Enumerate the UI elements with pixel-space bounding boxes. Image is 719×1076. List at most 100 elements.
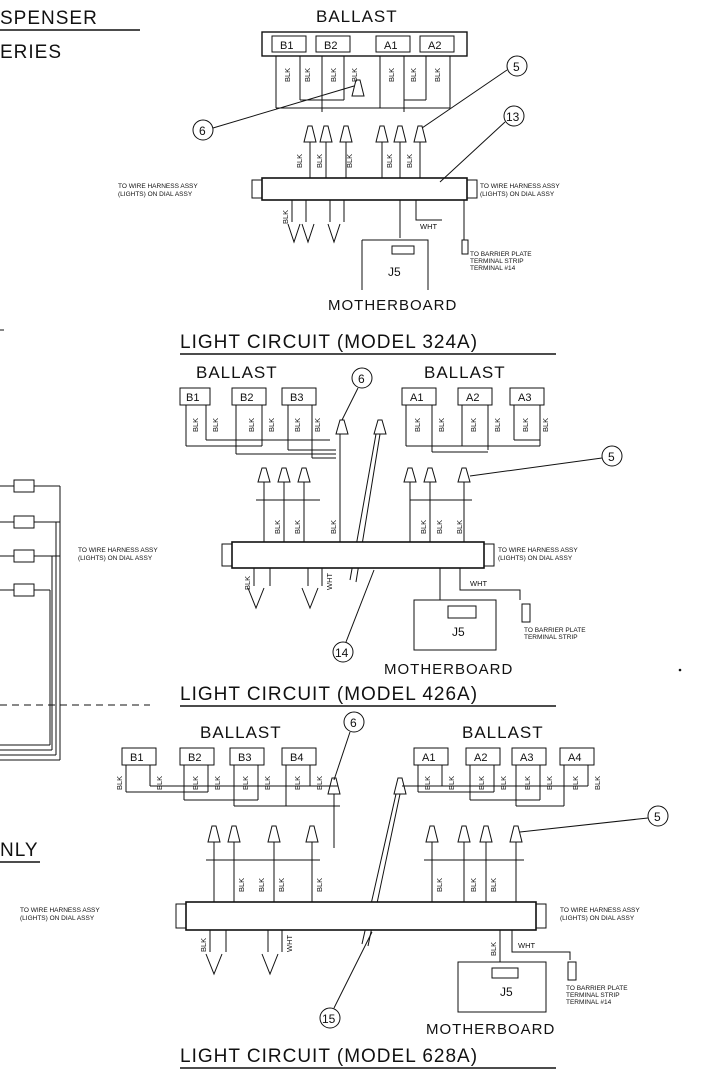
svg-text:BLK: BLK (293, 520, 302, 534)
svg-text:BLK: BLK (155, 776, 164, 790)
svg-text:BLK: BLK (405, 154, 414, 168)
header-subtitle: ERIES (0, 42, 62, 63)
c3-callout-6: 6 (350, 716, 357, 730)
c3-box-a4: A4 (568, 752, 581, 764)
left-fragment-label: NLY (0, 840, 39, 861)
c3-box-b4: B4 (290, 752, 303, 764)
c2-box-a1: A1 (410, 392, 423, 404)
svg-text:BLK: BLK (199, 938, 208, 952)
circuit-324a: BALLAST B1 B2 A1 A2 BLK BLK BLK BLK BLK … (118, 7, 560, 355)
c3-box-a1: A1 (422, 752, 435, 764)
c1-ballast-label: BALLAST (316, 7, 398, 26)
c2-callout-6: 6 (358, 372, 365, 386)
c1-box-b1-label: B1 (280, 40, 293, 52)
svg-text:(LIGHTS) ON DIAL ASSY: (LIGHTS) ON DIAL ASSY (498, 555, 573, 562)
svg-text:BLK: BLK (263, 776, 272, 790)
svg-text:BLK: BLK (315, 878, 324, 892)
header-title: SPENSER (0, 8, 98, 29)
svg-text:BLK: BLK (293, 418, 302, 432)
c3-box-a2: A2 (474, 752, 487, 764)
c3-title: LIGHT CIRCUIT (MODEL 628A) (180, 1046, 478, 1067)
svg-text:(LIGHTS) ON DIAL ASSY: (LIGHTS) ON DIAL ASSY (560, 915, 635, 922)
svg-text:BLK: BLK (211, 418, 220, 432)
c3-box-b1: B1 (130, 752, 143, 764)
svg-text:(LIGHTS) ON DIAL ASSY: (LIGHTS) ON DIAL ASSY (480, 191, 555, 198)
svg-text:BLK: BLK (489, 942, 498, 956)
c3-ballast-right-label: BALLAST (462, 723, 544, 742)
svg-text:TO BARRIER PLATE: TO BARRIER PLATE (566, 985, 628, 992)
svg-text:BLK: BLK (413, 418, 422, 432)
c2-connector-bus (231, 541, 485, 569)
svg-text:BLK: BLK (523, 776, 532, 790)
svg-text:BLK: BLK (499, 776, 508, 790)
svg-text:BLK: BLK (191, 418, 200, 432)
svg-text:TO WIRE HARNESS ASSY: TO WIRE HARNESS ASSY (118, 183, 198, 190)
c1-box-a2 (419, 35, 455, 53)
svg-text:TERMINAL #14: TERMINAL #14 (566, 999, 612, 1006)
c1-callout-5: 5 (513, 60, 520, 74)
svg-text:BLK: BLK (315, 154, 324, 168)
svg-text:BLK: BLK (273, 520, 282, 534)
svg-text:TO WIRE HARNESS ASSY: TO WIRE HARNESS ASSY (498, 547, 578, 554)
svg-text:(LIGHTS) ON DIAL ASSY: (LIGHTS) ON DIAL ASSY (118, 191, 193, 198)
c1-motherboard-label: MOTHERBOARD (328, 297, 457, 314)
c3-box-b3: B3 (238, 752, 251, 764)
c3-box-b2: B2 (188, 752, 201, 764)
svg-text:BLK: BLK (345, 154, 354, 168)
c3-motherboard-label: MOTHERBOARD (426, 1021, 555, 1038)
svg-text:TO BARRIER PLATE: TO BARRIER PLATE (470, 251, 532, 258)
c1-box-b2 (315, 35, 351, 53)
c2-title: LIGHT CIRCUIT (MODEL 426A) (180, 684, 478, 705)
stray-dot (678, 668, 682, 672)
c1-wirenut-top (351, 79, 365, 97)
c3-box-a3: A3 (520, 752, 533, 764)
svg-text:BLK: BLK (241, 776, 250, 790)
svg-text:BLK: BLK (303, 68, 312, 82)
svg-text:TERMINAL #14: TERMINAL #14 (470, 265, 516, 272)
svg-text:BLK: BLK (385, 154, 394, 168)
svg-text:BLK: BLK (435, 520, 444, 534)
c1-box-b2-label: B2 (324, 40, 337, 52)
c2-box-b1: B1 (186, 392, 199, 404)
svg-text:TO WIRE HARNESS ASSY: TO WIRE HARNESS ASSY (560, 907, 640, 914)
svg-text:BLK: BLK (521, 418, 530, 432)
circuit-628a: BALLAST BALLAST B1 B2 B3 B4 A1 A2 A3 A4 … (20, 711, 669, 1069)
svg-text:BLK: BLK (437, 418, 446, 432)
svg-text:TERMINAL STRIP: TERMINAL STRIP (524, 634, 578, 641)
svg-text:BLK: BLK (247, 418, 256, 432)
c3-connector-bus (185, 901, 537, 931)
c2-box-a3: A3 (518, 392, 531, 404)
c2-callout-14: 14 (335, 646, 349, 660)
circuit-426a: BALLAST BALLAST B1 B2 B3 A1 A2 A3 BLK BL… (78, 363, 623, 707)
c1-callout-6: 6 (199, 124, 206, 138)
svg-text:WHT: WHT (325, 573, 334, 590)
c1-title: LIGHT CIRCUIT (MODEL 324A) (180, 332, 478, 353)
c2-box-b2: B2 (240, 392, 253, 404)
svg-text:BLK: BLK (469, 418, 478, 432)
svg-text:BLK: BLK (267, 418, 276, 432)
svg-text:BLK: BLK (489, 878, 498, 892)
svg-text:BLK: BLK (277, 878, 286, 892)
svg-text:BLK: BLK (350, 68, 359, 82)
svg-text:WHT: WHT (470, 579, 487, 588)
c2-box-b3: B3 (290, 392, 303, 404)
svg-text:BLK: BLK (545, 776, 554, 790)
svg-text:TO WIRE HARNESS ASSY: TO WIRE HARNESS ASSY (78, 547, 158, 554)
c1-box-a1 (375, 35, 411, 53)
c2-j5-label: J5 (452, 625, 465, 639)
svg-text:BLK: BLK (419, 520, 428, 534)
svg-text:BLK: BLK (115, 776, 124, 790)
svg-text:BLK: BLK (435, 878, 444, 892)
c3-j5-label: J5 (500, 985, 513, 999)
c2-ballast-right-label: BALLAST (424, 363, 506, 382)
svg-text:BLK: BLK (409, 68, 418, 82)
c3-callout-5: 5 (654, 810, 661, 824)
c3-ballast-left-label: BALLAST (200, 723, 282, 742)
svg-text:BLK: BLK (257, 878, 266, 892)
c1-connector-bus (261, 177, 468, 201)
svg-text:TO BARRIER PLATE: TO BARRIER PLATE (524, 627, 586, 634)
svg-text:BLK: BLK (315, 776, 324, 790)
svg-text:BLK: BLK (243, 576, 252, 590)
svg-text:BLK: BLK (477, 776, 486, 790)
